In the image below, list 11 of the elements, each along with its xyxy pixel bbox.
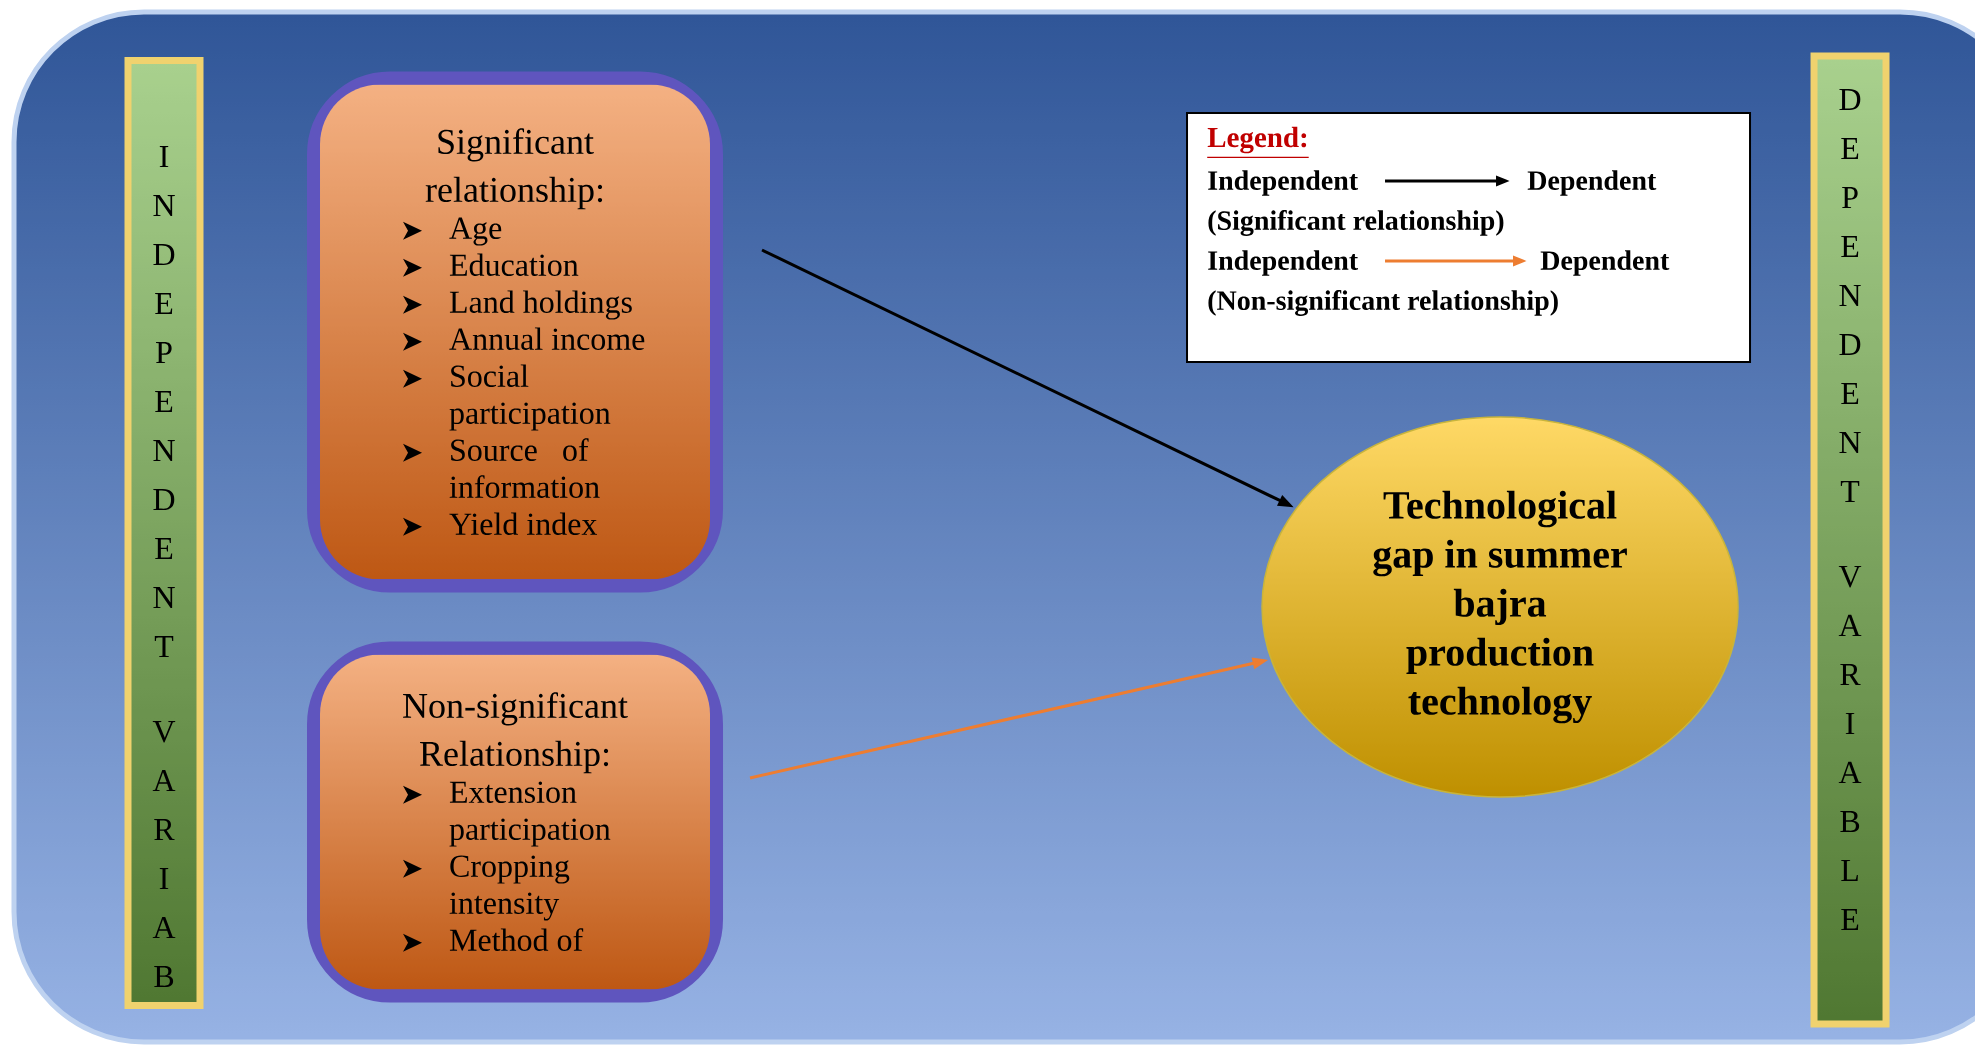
legend-text: (Non-significant relationship) [1208,290,1558,316]
legend-text: Dependent [1540,250,1670,276]
legend-text: Independent [1208,170,1358,196]
list-box: Significant relationship: Age Education Land holdings Annual income Social participation Source of information Yield index [307,71,723,593]
legend-title: Legend: [1206,126,1310,158]
legend-text: Dependent [1527,170,1657,196]
list-box: Non-significant Relationship: Extension participation Cropping intensity Method of [307,641,723,1003]
variable-band: INDEPENDENT VARIAB [124,57,204,1009]
legend-text: (Significant relationship) [1208,210,1504,236]
variable-band: DEPENDENT VARIABLE [1810,52,1890,1028]
legend-text: Independent [1208,250,1358,276]
